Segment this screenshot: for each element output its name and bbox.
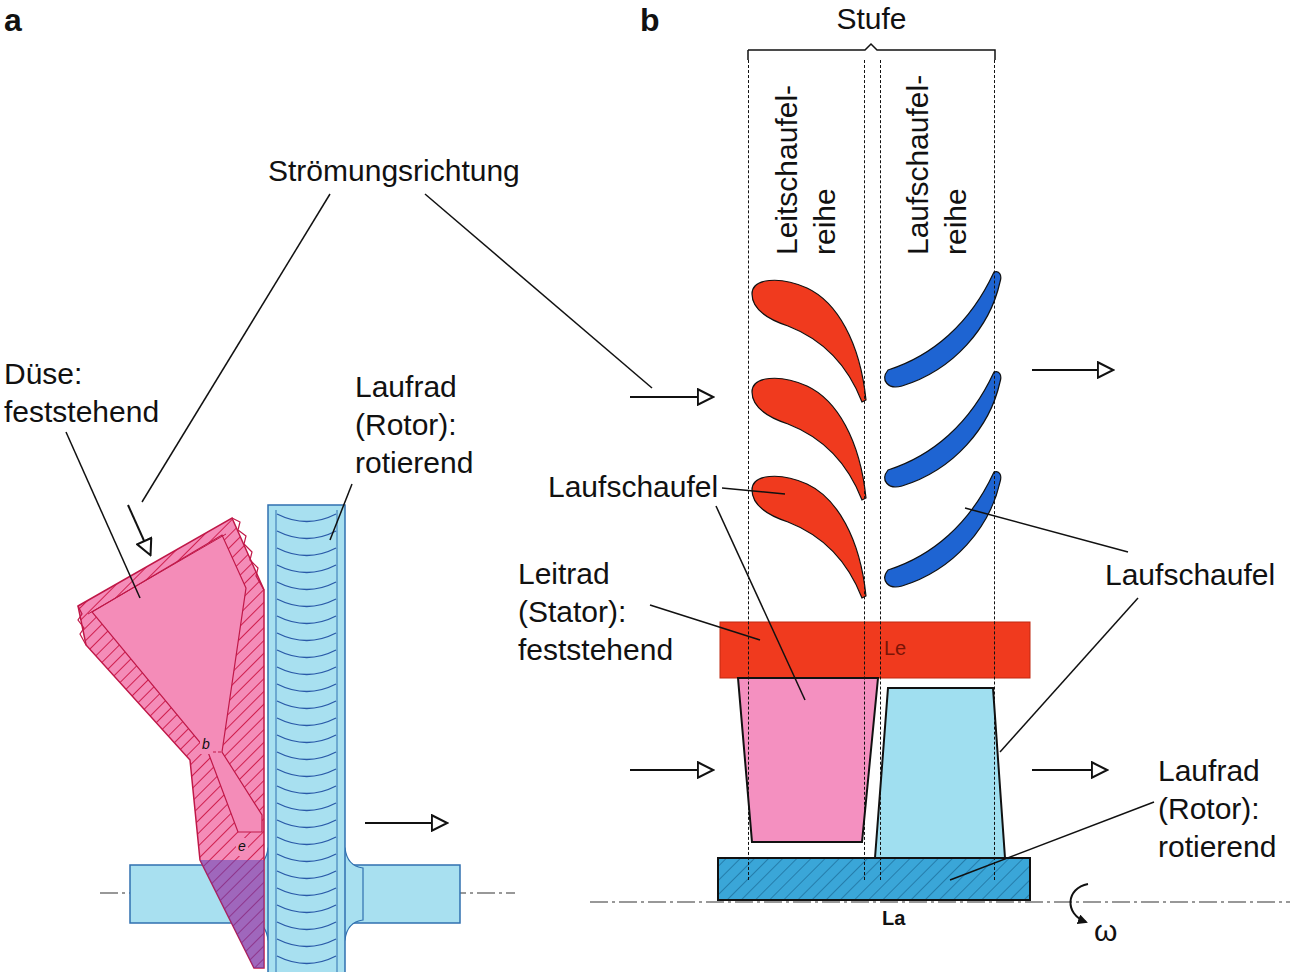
panel-letter: a [4,0,22,41]
wheel-blade [277,905,336,913]
wheel-blade [277,582,336,590]
wheel-blade [277,956,336,964]
wheel-blade [277,888,336,896]
wheel-blade [277,514,336,522]
stage-bracket [748,44,995,60]
blade-label: Laufschaufel [548,468,718,506]
nozzle-inlet [88,534,226,614]
panel-a-drawing [78,505,515,972]
wheel-blade [277,565,336,573]
wheel-blade [277,718,336,726]
wheel-blade [277,735,336,743]
wheel-blade [277,633,336,641]
blade-label: Laufschaufel [1105,556,1275,594]
wheel-blade [277,667,336,675]
wheel-blade [277,786,336,794]
wheel-blade [277,803,336,811]
nozzle-wall [78,518,264,968]
wheel-rim [276,510,277,972]
wheel-blade [277,650,336,658]
wheel-blade [277,854,336,862]
wheel-blade [277,548,336,556]
wheel-blade [277,820,336,828]
wheel-blade [277,922,336,930]
stator-label: Leitrad (Stator): feststehend [518,555,693,669]
flow-arrow [128,505,150,554]
wheel-blade [277,769,336,777]
wheel-blade [277,871,336,879]
wheel-blade [277,531,336,539]
wheel-blade [277,752,336,760]
rotor-blades [885,272,1001,587]
rotor-blade-block [875,688,1005,858]
rotor-row-column: Laufschaufel- reihe [880,60,995,880]
nozzle-label: Düse: feststehend [4,355,194,431]
nozzle-overlap [200,860,264,968]
rotor-hub [718,858,1030,900]
flow-arrow [630,396,712,398]
guide-row-column: Leitschaufel- reihe [748,60,865,880]
nozzle-point-label: b [200,736,212,754]
stator-mark: Le [884,636,906,661]
nozzle-thread [78,606,86,645]
flow-arrow [365,822,446,824]
wheel-blade [277,616,336,624]
nozzle-thread [232,518,264,590]
axis-line [590,901,1290,902]
wheel-blade [277,939,336,947]
rotor-label: Laufrad (Rotor): rotierend [355,368,490,482]
flow-arrow [1032,769,1106,771]
guide-blade-block [738,678,878,842]
stator-ring [720,622,1030,678]
wheel-blade [277,701,336,709]
wheel-blades [277,514,336,964]
stage-group: Leitschaufel- reihe Laufschaufel- reihe St… [748,0,995,880]
angular-speed-symbol: ω [1094,912,1117,950]
nozzle-channel [92,535,262,832]
group-heading: Stufe [836,0,906,38]
column-heading: Leitschaufel- reihe [768,65,844,255]
rotor-label: Laufrad (Rotor): rotierend [1158,752,1286,866]
guide-blades [752,280,866,598]
rotor-mark: La [882,906,905,931]
wheel-blade [277,684,336,692]
leader-lines [66,194,1154,880]
column-heading: Laufschaufel- reihe [899,65,975,255]
nozzle-point-label: e [236,838,248,856]
rotation-arrow [1070,884,1088,922]
rotor-wheel [268,505,345,972]
wheel-blade [277,837,336,845]
flow-direction-label: Strömungsrichtung [268,152,520,190]
flow-arrow [1032,369,1112,371]
flow-arrow [630,769,712,771]
wheel-rim [337,510,338,972]
panel-letter: b [640,0,660,41]
wheel-blade [277,599,336,607]
